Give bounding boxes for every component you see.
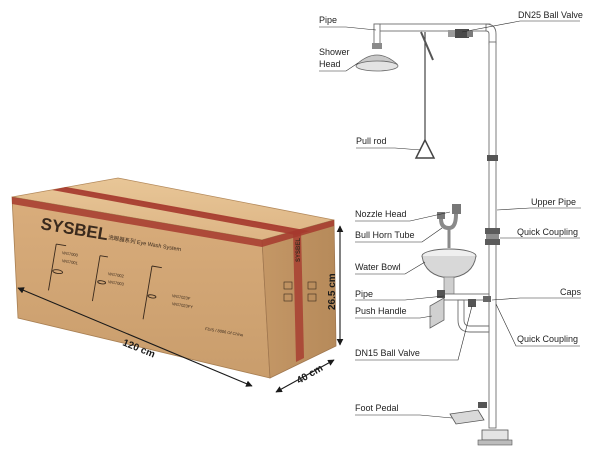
callout-caps: Caps bbox=[560, 287, 582, 297]
push-handle bbox=[429, 297, 445, 329]
box-tape-top bbox=[52, 187, 310, 235]
nozzle-assembly bbox=[437, 204, 461, 248]
callout-pipe-top: Pipe bbox=[319, 15, 337, 25]
callout-push-handle: Push Handle bbox=[355, 306, 407, 316]
box-model-mid-1: WG7002 bbox=[108, 271, 125, 279]
lower-pipe-assembly bbox=[429, 290, 491, 333]
callout-foot-pedal: Foot Pedal bbox=[355, 403, 399, 413]
dimension-height-label: 26.5 cm bbox=[327, 273, 338, 310]
box-model-left-1: WG7000 bbox=[62, 250, 79, 258]
callout-bull-horn-tube: Bull Horn Tube bbox=[355, 230, 415, 240]
dn25-valve bbox=[448, 29, 473, 38]
callout-dn15-ball-valve: DN15 Ball Valve bbox=[355, 348, 420, 358]
dimension-width-label: 40 cm bbox=[295, 363, 325, 387]
dimension-height: 26.5 cm bbox=[327, 225, 344, 346]
callout-pull-rod: Pull rod bbox=[356, 136, 387, 146]
upper-quick-coupling bbox=[485, 228, 500, 245]
pull-rod bbox=[414, 31, 436, 159]
callout-shower-head-line2: Head bbox=[319, 59, 341, 69]
box-model-left-2: WG7001 bbox=[62, 258, 79, 266]
shower-head bbox=[355, 43, 399, 72]
callout-water-bowl: Water Bowl bbox=[355, 262, 401, 272]
foot-pedal bbox=[449, 409, 485, 425]
callouts: Pipe DN25 Ball Valve Shower Head Pull ro… bbox=[319, 10, 583, 419]
callout-pipe-mid: Pipe bbox=[355, 289, 373, 299]
callout-shower-head-line1: Shower bbox=[319, 47, 350, 57]
foot-pedal-assembly bbox=[449, 402, 513, 446]
callout-quick-coupling-lower: Quick Coupling bbox=[517, 334, 578, 344]
eyewash-station bbox=[355, 23, 513, 446]
box-tape-front bbox=[12, 197, 262, 247]
water-bowl bbox=[421, 248, 477, 295]
shipping-box: SYSBEL 洗眼器系列 Eye Wash System WG7000 WG70… bbox=[11, 177, 337, 379]
box-model-mid-2: WG7003 bbox=[108, 279, 125, 287]
callout-upper-pipe: Upper Pipe bbox=[531, 197, 576, 207]
callout-quick-coupling-upper: Quick Coupling bbox=[517, 227, 578, 237]
box-side-brand: SYSBEL bbox=[296, 238, 302, 262]
callout-dn25-ball-valve: DN25 Ball Valve bbox=[518, 10, 583, 20]
box-eyewash-icon-1 bbox=[48, 243, 67, 291]
callout-nozzle-head: Nozzle Head bbox=[355, 209, 407, 219]
